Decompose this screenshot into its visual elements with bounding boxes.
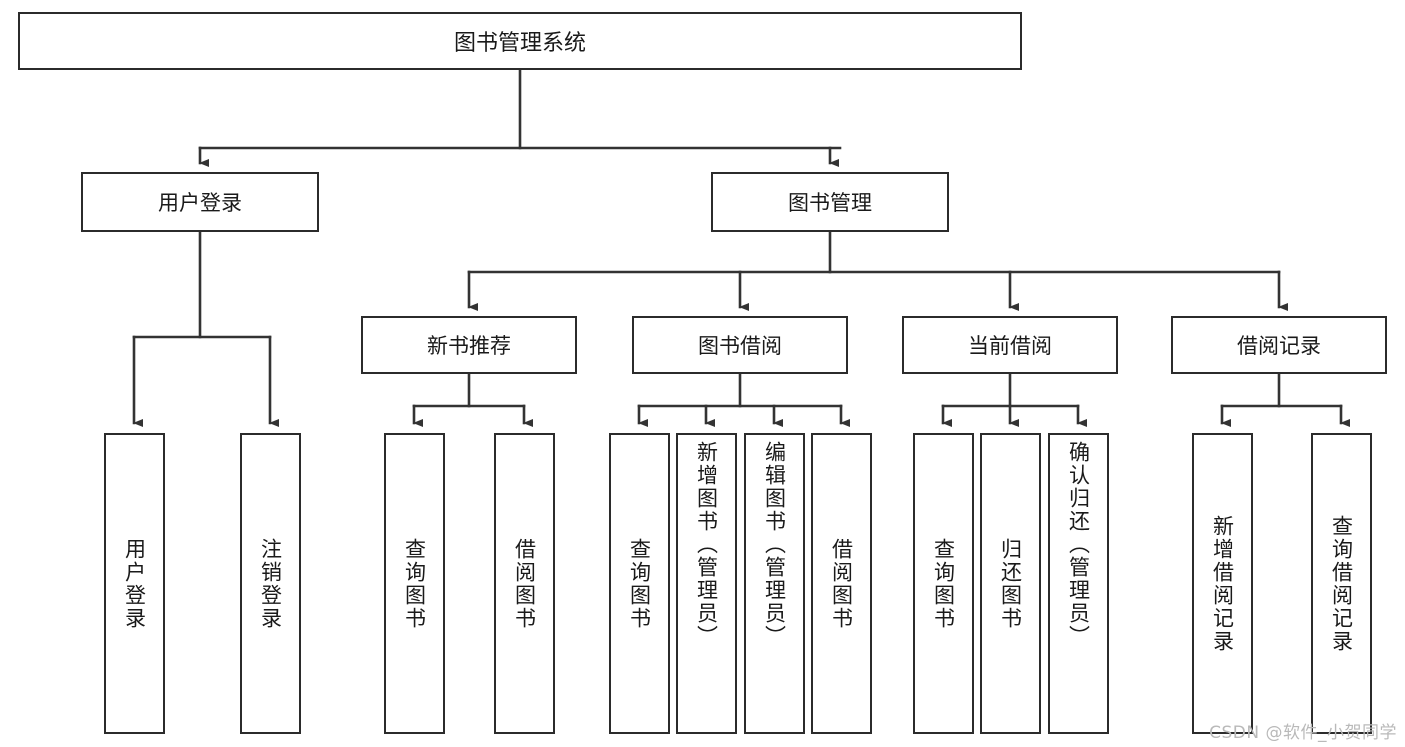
node-new-book-recommendation[interactable]: 新书推荐 (361, 316, 577, 374)
node-label: 当前借阅 (968, 334, 1052, 358)
leaf-query-book-new-rec[interactable]: 查询图书 (384, 433, 445, 734)
node-label: 用户登录 (158, 191, 242, 215)
leaf-query-borrow-record[interactable]: 查询借阅记录 (1311, 433, 1372, 734)
node-current-borrowing[interactable]: 当前借阅 (902, 316, 1118, 374)
node-label: 编辑图书（管理员） (762, 441, 787, 648)
leaf-query-book-current[interactable]: 查询图书 (913, 433, 974, 734)
watermark-text: CSDN @软件_小贺同学 (1209, 723, 1397, 743)
node-borrowing-record[interactable]: 借阅记录 (1171, 316, 1387, 374)
leaf-logout-login[interactable]: 注销登录 (240, 433, 301, 734)
leaf-add-borrow-record[interactable]: 新增借阅记录 (1192, 433, 1253, 734)
leaf-confirm-return-admin[interactable]: 确认归还（管理员） (1048, 433, 1109, 734)
node-label: 查询图书 (931, 537, 956, 630)
node-book-borrowing[interactable]: 图书借阅 (632, 316, 848, 374)
leaf-return-book[interactable]: 归还图书 (980, 433, 1041, 734)
node-label: 借阅图书 (829, 537, 854, 630)
node-user-login[interactable]: 用户登录 (81, 172, 319, 232)
node-root-book-management-system[interactable]: 图书管理系统 (18, 12, 1022, 70)
node-label: 借阅记录 (1237, 334, 1321, 358)
leaf-edit-book-admin[interactable]: 编辑图书（管理员） (744, 433, 805, 734)
node-label: 新书推荐 (427, 334, 511, 358)
leaf-borrow-book-borrow[interactable]: 借阅图书 (811, 433, 872, 734)
leaf-add-book-admin[interactable]: 新增图书（管理员） (676, 433, 737, 734)
node-label: 用户登录 (122, 537, 147, 630)
node-label: 图书借阅 (698, 334, 782, 358)
node-label: 查询图书 (402, 537, 427, 630)
node-label: 查询借阅记录 (1329, 514, 1354, 653)
node-label: 借阅图书 (512, 537, 537, 630)
node-label: 图书管理 (788, 191, 872, 215)
node-label: 归还图书 (998, 537, 1023, 630)
node-label: 新增借阅记录 (1210, 514, 1235, 653)
leaf-user-login[interactable]: 用户登录 (104, 433, 165, 734)
node-label: 查询图书 (627, 537, 652, 630)
leaf-borrow-book-new-rec[interactable]: 借阅图书 (494, 433, 555, 734)
leaf-query-book-borrow[interactable]: 查询图书 (609, 433, 670, 734)
node-book-management[interactable]: 图书管理 (711, 172, 949, 232)
node-label: 图书管理系统 (453, 31, 586, 56)
node-label: 新增图书（管理员） (694, 441, 719, 648)
node-label: 确认归还（管理员） (1066, 441, 1091, 648)
node-label: 注销登录 (258, 537, 283, 630)
